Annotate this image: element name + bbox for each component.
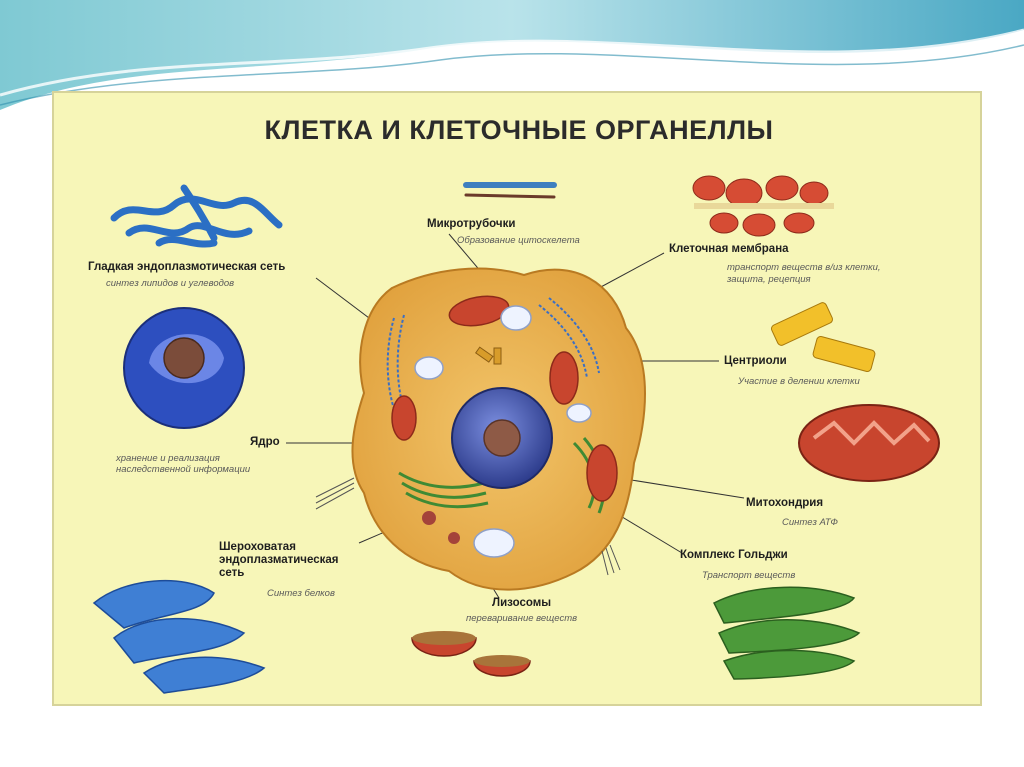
label-nucleus: Ядро [250,436,280,449]
label-rough-er-1: Шероховатая [219,541,296,554]
lysosomes-illustration [412,631,530,676]
rough-er-illustration [94,581,264,693]
desc-nucleus-2: наследственной информации [116,464,250,475]
cell-membrane-illustration [693,176,834,236]
mitochondria-illustration [799,405,939,481]
nucleus-illustration [124,308,244,428]
label-rough-er-2: эндоплазматическая [219,554,338,567]
desc-cell-membrane-1: транспорт веществ в/из клетки, [727,262,881,273]
golgi-illustration [714,587,859,679]
desc-rough-er: Синтез белков [267,588,335,599]
desc-lysosomes: переваривание веществ [466,613,577,624]
label-golgi: Комплекс Гольджи [680,549,788,562]
microtubules-illustration [466,185,554,197]
poster-title: КЛЕТКА И КЛЕТОЧНЫЕ ОРГАНЕЛЛЫ [54,115,984,146]
desc-mitochondria: Синтез АТФ [782,517,838,528]
desc-golgi: Транспорт веществ [702,570,795,581]
nucleolus-in-cell [484,420,520,456]
desc-microtubules: Образование цитоскелета [457,235,580,246]
label-rough-er-3: сеть [219,567,244,580]
label-mitochondria: Митохондрия [746,497,823,510]
label-lysosomes: Лизосомы [492,597,551,610]
smooth-er-illustration [114,188,279,244]
desc-nucleus-1: хранение и реализация [116,453,220,464]
label-microtubules: Микротрубочки [427,218,515,231]
desc-centrioles: Участие в делении клетки [738,376,860,387]
poster: КЛЕТКА И КЛЕТОЧНЫЕ ОРГАНЕЛЛЫ Микротрубоч… [52,91,982,706]
cell-diagram [316,269,645,590]
desc-smooth-er: синтез липидов и углеводов [106,278,234,289]
label-smooth-er: Гладкая эндоплазмотическая сеть [88,261,285,274]
label-centrioles: Центриоли [724,355,787,368]
desc-cell-membrane-2: защита, рецепция [727,274,811,285]
label-cell-membrane: Клеточная мембрана [669,243,789,256]
